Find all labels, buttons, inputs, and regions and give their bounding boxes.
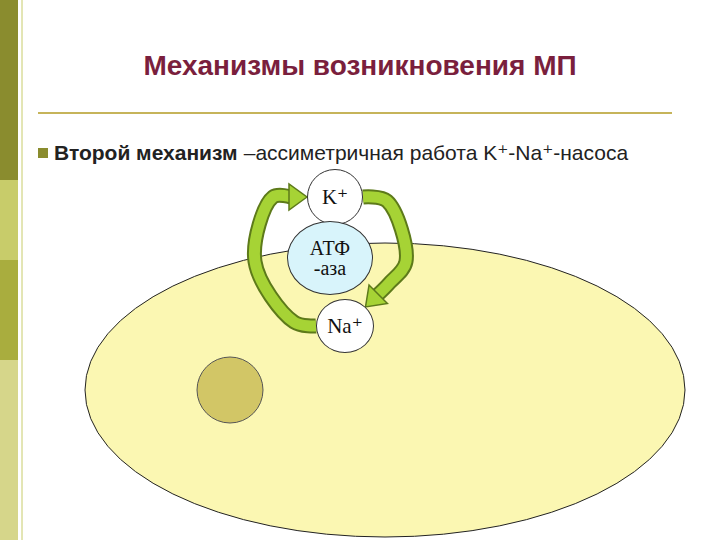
slide-title: Механизмы возникновения МП <box>40 50 680 82</box>
enzyme-circle: АТФ -аза <box>287 221 373 295</box>
ion-circle: Na⁺ <box>316 299 374 353</box>
cell-nucleus <box>197 357 263 423</box>
side-stripe <box>0 360 18 540</box>
node-text: K⁺ <box>322 187 348 208</box>
bullet-heading: Второй механизм <box>54 141 237 164</box>
arrow-head <box>366 285 388 307</box>
bullet-text: –ассиметричная работа K⁺-Na⁺-насоса <box>244 141 628 164</box>
title-rule <box>38 112 672 114</box>
side-stripe <box>0 180 18 260</box>
arrow-head <box>289 184 307 210</box>
side-stripe <box>0 260 18 360</box>
bullet-paragraph: Второй механизм –ассиметричная работа K⁺-… <box>38 140 678 165</box>
ion-circle: K⁺ <box>307 169 363 225</box>
side-stripe <box>0 0 18 180</box>
bullet-mark <box>38 148 48 158</box>
node-text: АТФ -аза <box>301 238 359 278</box>
side-line <box>22 0 23 540</box>
node-text: Na⁺ <box>327 316 363 337</box>
